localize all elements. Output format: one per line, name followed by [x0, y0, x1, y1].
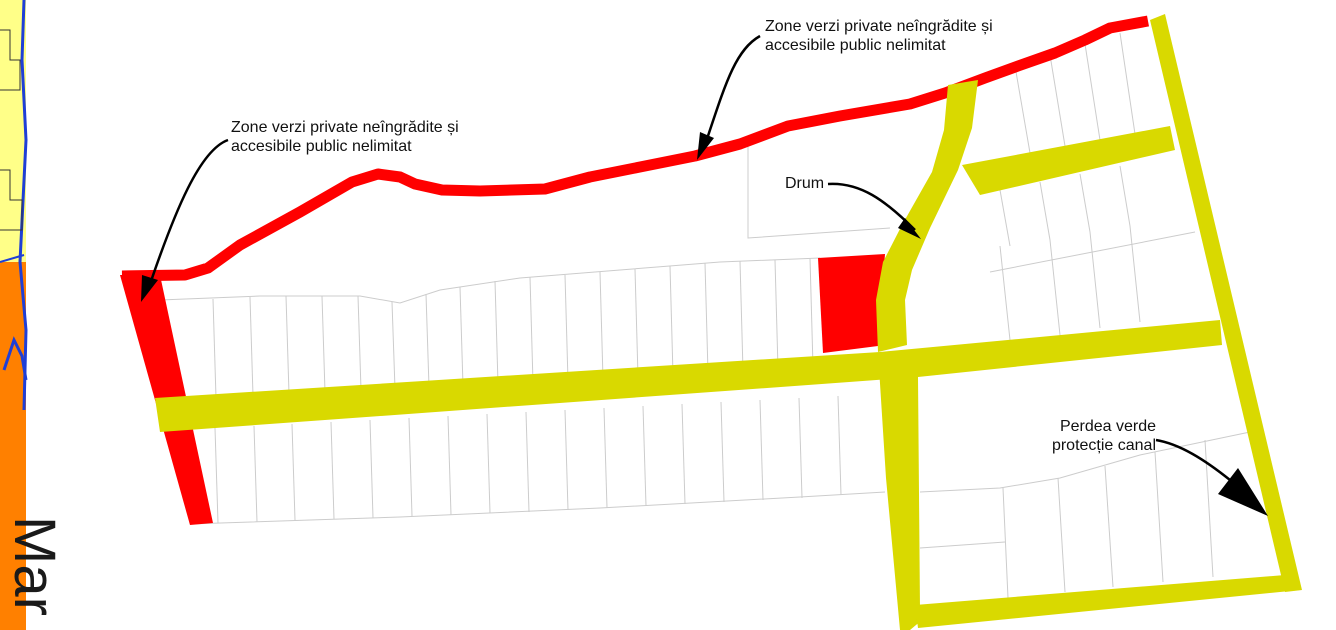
- parcel-divider: [1084, 43, 1101, 141]
- parcel-divider: [669, 265, 674, 376]
- parcel-divider: [837, 395, 842, 496]
- parcel-outline: [159, 257, 821, 304]
- parcel-divider: [425, 293, 430, 388]
- parcel-divider: [798, 397, 803, 499]
- parcel-divider: [1154, 451, 1164, 583]
- label-canal-screen-line1: Perdea verde: [1059, 418, 1156, 435]
- label-green-zone-left: Zone verzi private neîngrădite și accesi…: [231, 118, 459, 156]
- arrowhead-left: [141, 275, 158, 302]
- arrowheads: [141, 132, 1268, 516]
- label-green-zone-left-line1: Zone verzi private neîngrădite și: [231, 119, 459, 136]
- road-branch-east: [962, 126, 1175, 195]
- parcel-outline: [0, 254, 25, 263]
- parcel-divider: [634, 268, 639, 378]
- zone-boundary-line: [2, 336, 28, 381]
- parcel-outline: [0, 169, 23, 231]
- parcel-divider: [357, 295, 362, 391]
- parcel-grid: [159, 32, 1251, 599]
- green-zones: [120, 15, 1149, 525]
- parcel-divider: [564, 409, 569, 511]
- zone-orange: [0, 262, 26, 630]
- parcel-divider: [704, 262, 709, 374]
- parcel-divider: [525, 411, 530, 513]
- road-south-vertical: [878, 352, 928, 630]
- label-canal-screen: Perdea verde protecție canal: [1028, 417, 1156, 455]
- parcel-divider: [529, 276, 534, 384]
- parcel-divider: [681, 403, 686, 505]
- parcel-divider: [1104, 465, 1114, 588]
- parcel-divider: [494, 280, 499, 385]
- label-green-zone-left-line2: accesibile public nelimitat: [231, 138, 412, 155]
- parcel-divider: [599, 271, 604, 380]
- parcel-divider: [291, 423, 296, 521]
- arrow-curve-left: [146, 138, 229, 291]
- zone-boundary-line: [18, 0, 28, 411]
- parcel-divider: [212, 298, 217, 399]
- parcel-divider: [330, 421, 335, 520]
- parcel-outline: [189, 491, 886, 525]
- parcel-outline: [747, 140, 891, 239]
- parcel-divider: [739, 260, 744, 372]
- parcel-divider: [249, 296, 254, 397]
- parcel-outline: [0, 29, 21, 91]
- parcel-divider: [1129, 225, 1141, 323]
- label-green-zone-top-line1: Zone verzi private neîngrădite și: [765, 18, 993, 35]
- road-main-westeast: [155, 320, 1222, 432]
- parcel-divider: [1039, 181, 1051, 241]
- parcel-divider: [564, 274, 569, 382]
- label-road: Drum: [785, 174, 824, 193]
- label-green-zone-top-line2: accesibile public nelimitat: [765, 37, 946, 54]
- parcel-dividers-northeast: [989, 32, 1196, 341]
- parcel-dividers-southeast: [919, 431, 1251, 599]
- adjacent-map-fragment: [0, 0, 28, 630]
- parcel-divider: [1089, 231, 1101, 329]
- parcel-divider: [408, 417, 413, 517]
- road-network: [155, 14, 1302, 630]
- parcel-dividers-north: [212, 257, 814, 399]
- parcel-divider: [1057, 477, 1066, 593]
- parcel-divider: [214, 427, 219, 524]
- parcel-divider: [720, 401, 725, 503]
- parcel-divider: [759, 399, 764, 501]
- parcel-divider: [1204, 439, 1214, 578]
- arrow-curve-canal: [1155, 438, 1231, 481]
- arrowhead-top: [697, 132, 714, 160]
- label-canal-screen-line2: protecție canal: [1051, 437, 1156, 454]
- parcel-divider: [999, 245, 1011, 341]
- road-east-boundary: [1150, 14, 1302, 592]
- green-zone-strip-north: [121, 15, 1149, 282]
- parcel-divider: [253, 425, 258, 523]
- label-green-zone-top: Zone verzi private neîngrădite și accesi…: [765, 17, 993, 55]
- parcel-divider: [809, 257, 814, 368]
- parcel-divider: [774, 259, 779, 370]
- parcel-divider: [391, 301, 396, 390]
- road-south-boundary: [915, 575, 1300, 628]
- label-road-text: Drum: [785, 175, 825, 192]
- parcel-divider: [285, 295, 290, 395]
- parcel-divider: [459, 286, 464, 387]
- arrowhead-canal: [1218, 468, 1268, 516]
- parcel-divider: [1119, 32, 1136, 135]
- adjacent-street-name: Mar: [2, 516, 67, 616]
- road-curved-north: [876, 80, 978, 352]
- arrow-curve-top: [703, 34, 761, 146]
- parcel-dividers-south: [214, 395, 842, 524]
- green-zone-parcel: [818, 254, 885, 353]
- parcel-divider: [1002, 487, 1009, 599]
- parcel-divider: [919, 541, 1006, 549]
- parcel-divider: [1049, 239, 1061, 336]
- parcel-divider: [486, 413, 491, 514]
- parcel-divider: [369, 419, 374, 519]
- parcel-divider: [447, 415, 452, 516]
- arrowhead-road: [898, 218, 921, 239]
- parcel-divider: [321, 295, 326, 393]
- parcel-divider: [1014, 65, 1031, 154]
- parcel-divider: [1079, 173, 1091, 233]
- parcel-divider: [1119, 165, 1131, 227]
- parcel-divider: [1049, 54, 1066, 147]
- parcel-divider: [999, 189, 1011, 247]
- parcel-divider: [603, 407, 608, 509]
- parcel-divider: [642, 405, 647, 507]
